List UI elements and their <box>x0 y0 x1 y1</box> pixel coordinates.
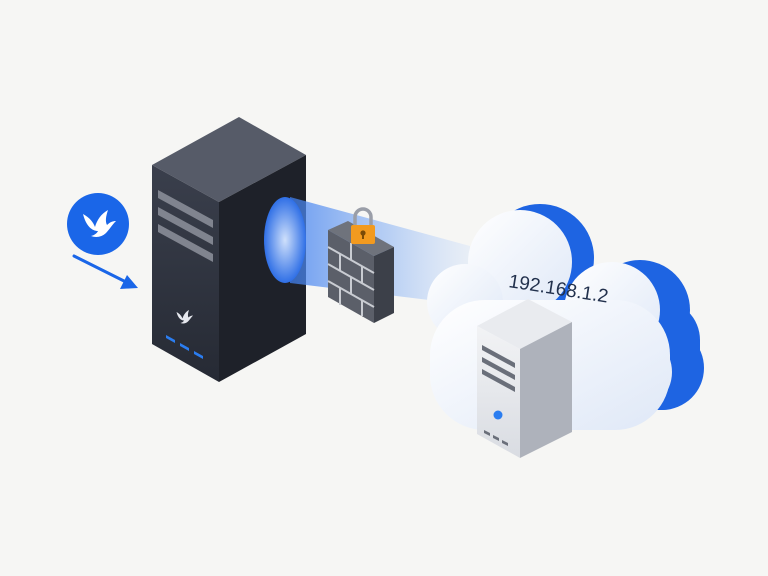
tunnel-mouth <box>264 197 306 283</box>
local-server-top <box>152 117 306 202</box>
remote-server-slots <box>482 345 515 392</box>
remote-server-led <box>493 410 503 420</box>
local-server-slots <box>158 190 213 262</box>
bird-logo-icon <box>83 210 116 237</box>
brick-lines <box>327 243 375 316</box>
remote-server-top <box>477 299 572 349</box>
remote-server-front <box>477 326 520 458</box>
source-badge <box>67 193 129 255</box>
padlock-icon <box>351 207 375 244</box>
arrow-right-icon <box>72 254 138 289</box>
local-server-leds <box>166 335 203 359</box>
server-tower-icon <box>477 299 572 458</box>
remote-server-vents <box>484 430 508 446</box>
firewall-side <box>374 247 394 323</box>
remote-server-side <box>520 322 572 458</box>
server-emblem-icon <box>176 310 193 324</box>
